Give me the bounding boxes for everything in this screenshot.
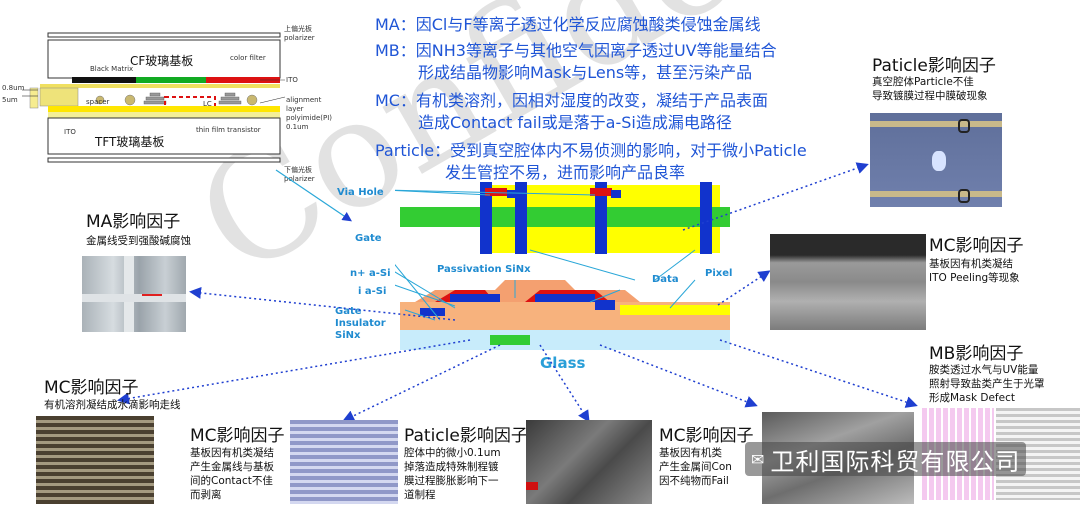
particle-description-2: 发生管控不易，进而影响产品良率 — [445, 163, 686, 182]
particle-bottom-factor-title: Paticle影响因子 — [404, 426, 528, 446]
tft-glass-label: TFT玻璃基板 — [95, 135, 165, 149]
data-label: Data — [652, 274, 679, 285]
company-name: 卫利国际科贸有限公司 — [770, 447, 1021, 476]
lcd-structure-svg — [22, 32, 286, 163]
particle-factor-title: Paticle影响因子 — [872, 56, 996, 76]
mc-right-factor-desc-1: 基板因有机类凝结 — [929, 258, 1013, 270]
particle-description-1: Particle：受到真空腔体内不易侦测的影响，对于微小Paticle — [375, 141, 807, 160]
mb-description-1: MB：因NH3等离子与其他空气因离子透过UV等能量结合 — [375, 41, 777, 60]
particle-bottom-desc-2: 掉落造成特殊制程镀 — [404, 461, 499, 473]
mc-mid-factor-desc-2: 产生金属线与基板 — [190, 461, 274, 473]
tft-cross-section — [364, 180, 735, 370]
mc-mid-factor-desc-1: 基板因有机类凝结 — [190, 447, 274, 459]
particle-bottom-desc-3: 膜过程膨胀影响下一 — [404, 475, 499, 487]
pixel-label: Pixel — [705, 268, 733, 279]
ito-peeling-photo — [770, 234, 926, 330]
mc-right-factor-desc-2: ITO Peeling等现象 — [929, 272, 1020, 284]
ma-factor-title: MA影响因子 — [86, 212, 181, 232]
ma-description: MA：因Cl与F等离子透过化学反应腐蚀酸类侵蚀金属线 — [375, 15, 761, 34]
gate-label: Gate — [355, 233, 382, 244]
mb-factor-desc-2: 照射导致盐类产生于光罩 — [929, 378, 1045, 390]
mc-b2-factor-title: MC影响因子 — [659, 426, 754, 446]
ito-top-label: ITO — [286, 76, 298, 84]
i-asi-label: i a-Si — [358, 286, 387, 297]
mc-b2-desc-1: 基板因有机类 — [659, 447, 722, 459]
mc-mid-factor-desc-3: 间的Contact不佳 — [190, 475, 273, 487]
mc-description-1: MC：有机类溶剂，因相对湿度的改变，凝结于产品表面 — [375, 91, 768, 110]
lc-label: LC — [203, 100, 212, 108]
particle-factor-desc-1: 真空腔体Particle不佳 — [872, 76, 974, 88]
spacer-label: spacer — [86, 98, 110, 106]
company-badge: ✉ 卫利国际科贸有限公司 — [745, 442, 1027, 476]
cf-glass-label: CF玻璃基板 — [130, 54, 194, 68]
mc-mid-factor-desc-4: 而剥离 — [190, 489, 222, 501]
ito-bottom-label: ITO — [64, 128, 76, 136]
tft-label: thin film transistor — [196, 126, 261, 134]
dim-5um: 5um — [2, 96, 18, 104]
dim-08um: 0.8um — [2, 84, 25, 92]
particle-factor-desc-2: 导致镀膜过程中膜破现象 — [872, 90, 988, 102]
ma-defect-photo — [82, 256, 186, 332]
mc-b2-desc-3: 因不纯物而Fail — [659, 475, 729, 487]
mc-right-factor-title: MC影响因子 — [929, 236, 1024, 256]
wechat-icon: ✉ — [751, 449, 765, 469]
mc-mid-defect-photo — [290, 420, 398, 504]
particle-bottom-desc-1: 腔体中的微小0.1um — [404, 447, 501, 459]
mc-left-factor-title: MC影响因子 — [44, 378, 139, 398]
n-asi-label: n+ a-Si — [350, 268, 391, 279]
via-hole-label: Via Hole — [337, 187, 384, 198]
mc-left-factor-desc: 有机溶剂凝结成水滴影响走线 — [44, 399, 181, 411]
mb-factor-desc-3: 形成Mask Defect — [929, 392, 1015, 404]
mc-left-defect-photo — [36, 416, 154, 504]
mb-description-2: 形成结晶物影响Mask与Lens等，甚至污染产品 — [418, 63, 753, 82]
tft-cross-section-svg — [364, 182, 730, 350]
particle-bottom-desc-4: 道制程 — [404, 489, 436, 501]
mc-mid-factor-title: MC影响因子 — [190, 426, 285, 446]
lcd-structure-diagram: 上偏光板polarizer CF玻璃基板 color filter Black … — [0, 0, 332, 183]
polarizer-bottom-label: 下偏光板polarizer — [284, 166, 315, 183]
mb-factor-desc-1: 胺类透过水气与UV能量 — [929, 364, 1039, 376]
mc-b2-desc-2: 产生金属间Con — [659, 461, 732, 473]
particle-defect-photo — [870, 113, 1002, 207]
particle-bottom-defect-photo — [526, 420, 652, 504]
polarizer-top-label: 上偏光板polarizer — [284, 25, 315, 42]
mb-factor-title: MB影响因子 — [929, 344, 1024, 364]
mc-description-2: 造成Contact fail或是落于a-Si造成漏电路径 — [418, 113, 732, 132]
ma-factor-desc: 金属线受到强酸碱腐蚀 — [86, 235, 191, 247]
color-filter-label: color filter — [230, 54, 266, 62]
glass-label: Glass — [540, 354, 586, 372]
passivation-label: Passivation SiNx — [437, 264, 531, 275]
black-matrix-label: Black Matrix — [90, 65, 134, 73]
